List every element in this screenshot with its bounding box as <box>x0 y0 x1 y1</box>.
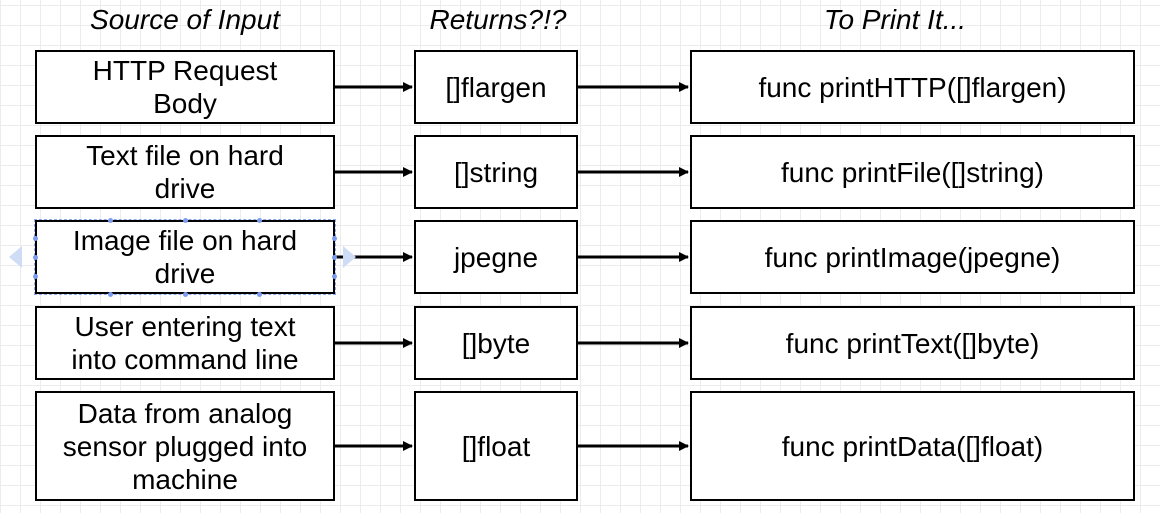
resize-handle[interactable] <box>332 236 337 241</box>
resize-handle[interactable] <box>33 236 38 241</box>
print-function-box[interactable]: func printData([]float) <box>690 391 1135 501</box>
resize-handle[interactable] <box>332 274 337 279</box>
source-box-selected[interactable]: Image file on hard drive <box>34 219 336 295</box>
resize-handle[interactable] <box>33 255 38 260</box>
print-function-box[interactable]: func printFile([]string) <box>690 135 1135 209</box>
resize-handle[interactable] <box>33 274 38 279</box>
returns-box[interactable]: []float <box>414 391 578 501</box>
print-function-box[interactable]: func printText([]byte) <box>690 306 1135 380</box>
resize-handle[interactable] <box>108 218 113 223</box>
connect-right-arrow-icon[interactable] <box>343 246 356 268</box>
resize-handle[interactable] <box>257 218 262 223</box>
returns-box[interactable]: jpegne <box>414 220 578 294</box>
column-header-source: Source of Input <box>90 4 280 35</box>
resize-handle[interactable] <box>183 218 188 223</box>
connect-left-arrow-icon[interactable] <box>9 246 22 268</box>
returns-box[interactable]: []string <box>414 135 578 209</box>
returns-box[interactable]: []byte <box>414 306 578 380</box>
source-box[interactable]: HTTP Request Body <box>35 50 335 124</box>
returns-box[interactable]: []flargen <box>414 50 578 124</box>
resize-handle[interactable] <box>257 292 262 297</box>
print-function-box[interactable]: func printHTTP([]flargen) <box>690 50 1135 124</box>
print-function-box[interactable]: func printImage(jpegne) <box>690 220 1135 294</box>
column-header-print: To Print It... <box>823 4 967 35</box>
resize-handle[interactable] <box>332 255 337 260</box>
resize-handle[interactable] <box>183 292 188 297</box>
source-box[interactable]: Text file on hard drive <box>35 135 335 209</box>
source-box[interactable]: Data from analog sensor plugged into mac… <box>35 391 335 501</box>
column-header-returns: Returns?!? <box>429 4 567 35</box>
source-box[interactable]: User entering text into command line <box>35 306 335 380</box>
resize-handle[interactable] <box>108 292 113 297</box>
